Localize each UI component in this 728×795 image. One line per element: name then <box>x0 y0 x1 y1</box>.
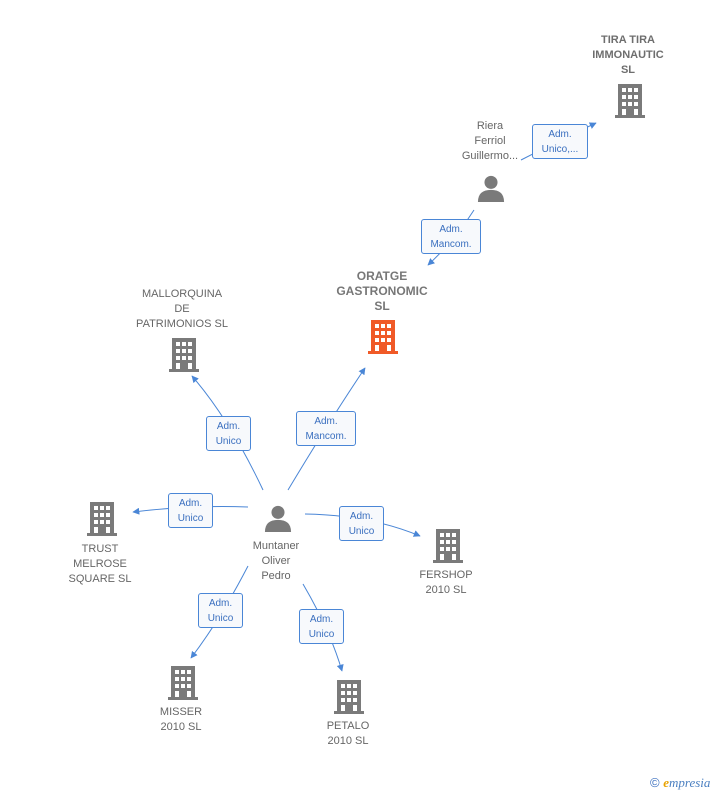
node-label-fershop[interactable]: FERSHOP 2010 SL <box>419 569 473 596</box>
building-icon-oratge[interactable] <box>368 320 398 354</box>
edge-label-riera-oratge[interactable]: Adm. Mancom. <box>421 219 481 254</box>
building-icon-fershop[interactable] <box>433 529 463 563</box>
edge-label-muntaner-misser[interactable]: Adm. Unico <box>198 593 243 628</box>
node-label-tira-tira[interactable]: TIRA TIRA IMMONAUTIC SL <box>592 34 664 76</box>
edge-label-riera-tira[interactable]: Adm. Unico,... <box>532 124 588 159</box>
empresia-logo: empresia <box>663 775 711 790</box>
edge-label-muntaner-petalo[interactable]: Adm. Unico <box>299 609 344 644</box>
edge-label-muntaner-trust[interactable]: Adm. Unico <box>168 493 213 528</box>
node-label-riera[interactable]: Riera Ferriol Guillermo... <box>461 120 519 162</box>
footer-brand: © empresia <box>650 775 710 791</box>
person-icon-muntaner[interactable] <box>264 505 292 532</box>
node-label-trust[interactable]: TRUST MELROSE SQUARE SL <box>68 543 132 585</box>
edge-label-muntaner-fershop[interactable]: Adm. Unico <box>339 506 384 541</box>
node-label-misser[interactable]: MISSER 2010 SL <box>159 706 203 733</box>
copyright-icon: © <box>650 775 660 790</box>
building-icon-mallorquina[interactable] <box>169 338 199 372</box>
node-label-mallorquina[interactable]: MALLORQUINA DE PATRIMONIOS SL <box>136 288 228 330</box>
edge-label-muntaner-mallorquina[interactable]: Adm. Unico <box>206 416 251 451</box>
building-icon-petalo[interactable] <box>334 680 364 714</box>
node-label-muntaner[interactable]: Muntaner Oliver Pedro <box>252 540 300 582</box>
person-icon-riera[interactable] <box>477 175 505 202</box>
building-icon-tira-tira[interactable] <box>615 84 645 118</box>
edge-label-muntaner-oratge[interactable]: Adm. Mancom. <box>296 411 356 446</box>
node-label-petalo[interactable]: PETALO 2010 SL <box>326 720 370 747</box>
node-label-oratge[interactable]: ORATGE GASTRONOMIC SL <box>336 269 428 313</box>
building-icon-misser[interactable] <box>168 666 198 700</box>
building-icon-trust[interactable] <box>87 502 117 536</box>
